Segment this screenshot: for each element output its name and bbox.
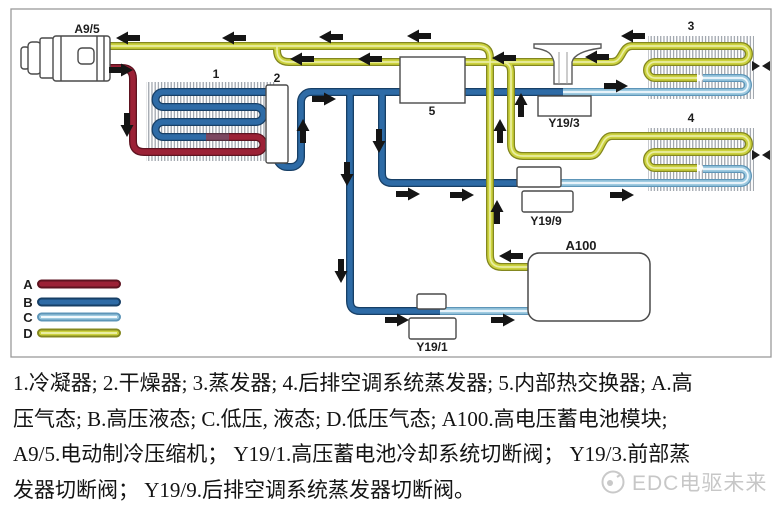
pipe-D-low-pressure-gas [108,42,753,271]
legend-swatch-d-center [41,332,117,334]
caption-line-1: 1.冷凝器; 2.干燥器; 3.蒸发器; 4.后排空调系统蒸发器; 5.内部热交… [13,371,693,395]
watermark-logo-icon [601,470,625,494]
rear-evaporator-label: 4 [688,111,695,125]
dryer [265,84,289,164]
legend-swatch-c-center [41,316,117,318]
legend-key-d: D [23,326,32,341]
caption-line-2: 压气态; B.高压液态; C.低压, 液态; D.低压气态; A100.高电压蓄… [13,406,668,431]
watermark-text: EDC电驱未来 [632,472,768,495]
phase-change-dot [696,74,704,82]
battery-module [527,252,651,322]
legend-key-b: B [23,295,32,310]
pipe-C-low-pressure-liquid [436,74,752,315]
front-evaporator-label: 3 [688,19,695,33]
legend-swatch-b [37,297,121,307]
caption: 1.冷凝器; 2.干燥器; 3.蒸发器; 4.后排空调系统蒸发器; 5.内部热交… [13,366,775,508]
valve-y19-1-label: Y19/1 [416,340,448,354]
refrigerant-circuit-diagram: A9/5 2 1 3 4 5 Y19/3 Y19/9 Y19/1 [10,8,772,358]
condenser-label: 1 [213,67,220,81]
caption-line-3: A9/5.电动制冷压缩机； Y19/1.高压蓄电池冷却系统切断阀； Y19/3.… [13,442,691,466]
heat-exchanger-label: 5 [429,104,436,118]
dryer-label: 2 [274,71,281,85]
legend-key-a: A [23,277,33,292]
valve-y19-3 [537,95,592,117]
compressor [20,35,111,82]
valve-y19-1 [408,293,457,340]
caption-line-4: 发器切断阀； Y19/9.后排空调系统蒸发器切断阀。 [13,477,475,502]
pipe-B-high-pressure-liquid [151,88,563,315]
legend-swatch-a [37,279,121,289]
phase-change-dot [696,164,704,172]
watermark: EDC电驱未来 [600,467,767,497]
compressor-label: A9/5 [74,22,100,36]
system-diagram: A9/5 2 1 3 4 5 Y19/3 Y19/9 Y19/1 [10,8,772,358]
legend: A B C D [23,277,121,341]
expansion-valve [533,43,602,85]
battery-module-label: A100 [565,238,596,253]
internal-heat-exchanger [399,56,466,104]
valve-y19-9 [516,166,574,213]
valve-y19-3-label: Y19/3 [548,116,580,130]
legend-key-c: C [23,310,33,325]
valve-y19-9-label: Y19/9 [530,214,562,228]
